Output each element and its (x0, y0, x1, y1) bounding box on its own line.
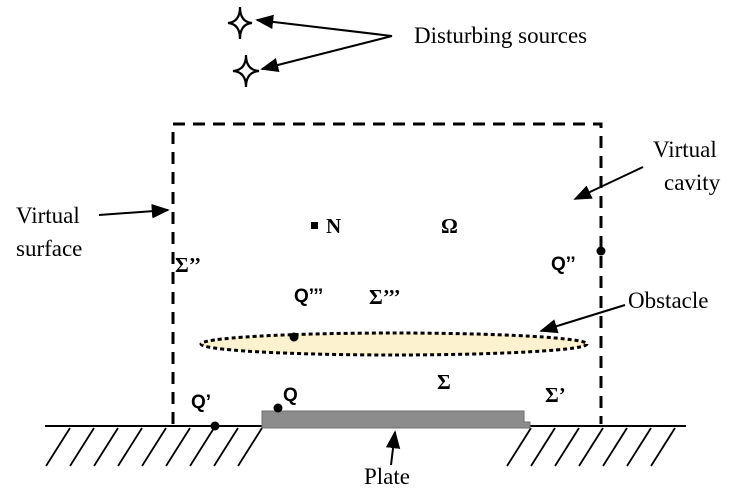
disturbing-sources-label: Disturbing sources (414, 23, 587, 48)
virtual-surface-boundary (171, 122, 603, 424)
obstacle-arrow (539, 304, 626, 334)
obstacle (199, 331, 589, 357)
sigma-dd-label: Σ’’ (175, 253, 201, 277)
virtual-cavity-label-line2: cavity (664, 170, 721, 195)
point-n (311, 222, 318, 229)
omega-label: Ω (441, 214, 458, 238)
virtual-cavity-label-line1: Virtual (653, 137, 717, 162)
q-label: Q (283, 385, 298, 406)
virtual-surface-label-line1: Virtual (16, 203, 80, 228)
plate (261, 410, 531, 429)
point-q-d (210, 421, 220, 431)
n-label: N (326, 214, 341, 238)
virtual-cavity-arrow (573, 166, 644, 200)
point-q-dd (596, 246, 606, 256)
q-d-label: Q’ (191, 392, 211, 413)
disturbing-source-icon (227, 6, 253, 40)
obstacle-label: Obstacle (628, 288, 708, 313)
sigma-label: Σ (437, 370, 451, 394)
virtual-surface-arrow (98, 203, 170, 219)
plate-arrow (385, 430, 401, 466)
plate-label: Plate (364, 464, 410, 489)
disturbing-source-icon (232, 54, 260, 88)
ground-hatching-right (506, 427, 676, 467)
sigma-d-label: Σ’ (545, 383, 566, 407)
q-dd-label: Q’’ (551, 254, 576, 275)
point-q (273, 403, 283, 413)
q-ddd-label: Q’’’ (294, 286, 323, 307)
source-arrow (255, 14, 393, 37)
point-q-ddd (289, 332, 299, 342)
source-arrow (260, 35, 393, 72)
ground-hatching-left (45, 427, 263, 467)
sigma-ddd-label: Σ’’’ (369, 285, 401, 309)
virtual-surface-label-line2: surface (16, 236, 82, 261)
